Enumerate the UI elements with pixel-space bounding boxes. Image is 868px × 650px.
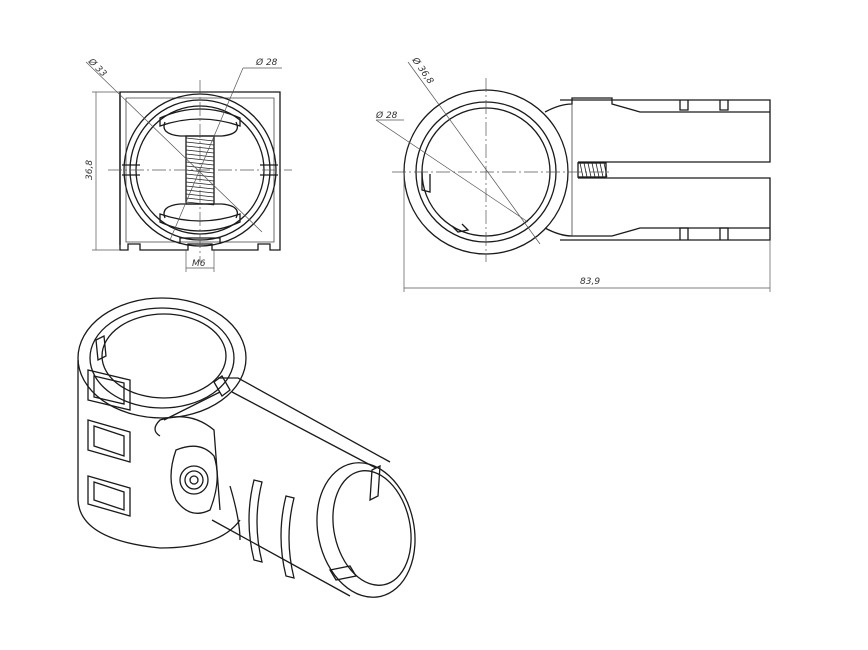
front-thread-label: M6 bbox=[192, 259, 206, 269]
side-view bbox=[375, 61, 771, 292]
thread-line bbox=[587, 162, 592, 178]
thread-line bbox=[599, 162, 604, 178]
thread-line bbox=[579, 162, 584, 178]
thread-line bbox=[185, 181, 215, 186]
front-height-label: 36,8 bbox=[85, 160, 95, 180]
front-view bbox=[85, 61, 292, 272]
thread-line bbox=[185, 185, 215, 190]
side-inner-dia-label: Ø 28 bbox=[375, 110, 398, 121]
thread-line bbox=[603, 162, 608, 178]
thread-line bbox=[583, 162, 588, 178]
thread-line bbox=[185, 141, 215, 146]
thread-line bbox=[185, 165, 215, 170]
thread-line bbox=[595, 162, 600, 178]
isometric-view bbox=[77, 297, 416, 598]
thread-line bbox=[591, 162, 596, 178]
front-inner-dia-label: Ø 28 bbox=[255, 57, 278, 68]
side-length-label: 83,9 bbox=[580, 277, 600, 287]
thread-line bbox=[185, 137, 215, 142]
front-outer-dia-label: Ø 33 bbox=[85, 56, 109, 80]
